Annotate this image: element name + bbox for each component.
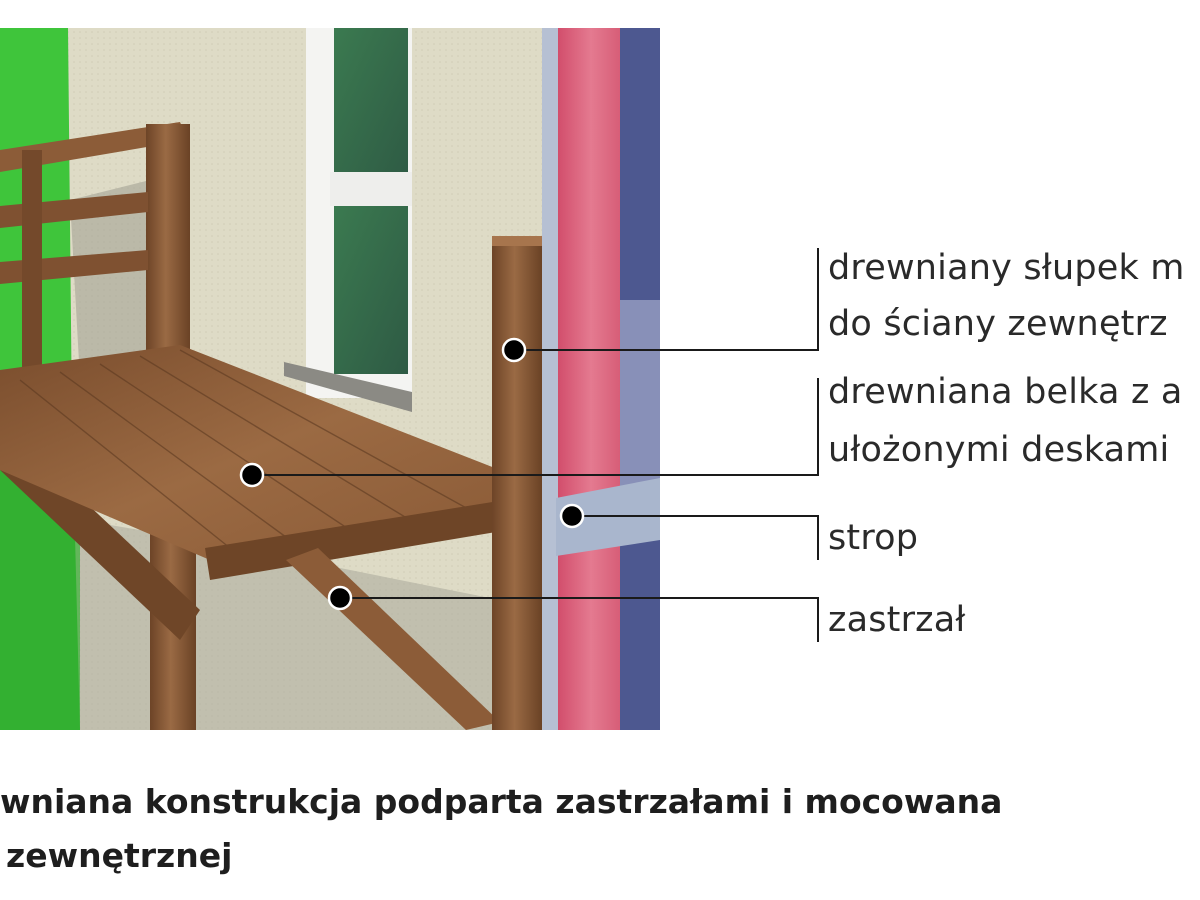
label-ceiling: strop [828,518,919,558]
support-post-right [492,240,542,730]
railing-top [0,122,188,172]
railing-baluster [22,150,42,380]
caption-line1: wniana konstrukcja podparta zastrzałami … [0,782,1003,821]
window-sill [284,362,412,412]
marker-dot-brace [327,585,353,611]
inner-wall-light [620,300,660,490]
brace-left [0,450,200,640]
window-transom [330,172,412,206]
marker-dot-beam [239,462,265,488]
deck-front-beam [205,500,508,580]
window-glass-bottom [334,206,408,374]
label-post-line1: drewniany słupek m [828,248,1185,288]
leader-ceiling [572,515,819,560]
label-brace: zastrzał [828,600,966,640]
insulation-layer [558,28,624,730]
support-post-right-top [492,236,542,246]
label-beam-line1: drewniana belka z a [828,372,1183,412]
label-post-line2: do ściany zewnętrz [828,304,1168,344]
railing-shadow [70,180,160,380]
leader-lines [252,248,819,642]
wall-edge-strip [542,28,560,730]
deck-platform [0,345,505,560]
leader-brace [340,597,819,642]
marker-dots [239,337,585,611]
deck-boards [19,349,471,549]
window-glass-top [334,28,408,188]
marker-dot-post [501,337,527,363]
leader-beam [252,378,819,476]
leader-post [514,248,819,351]
caption-line2: zewnętrznej [6,836,233,875]
label-beam-line2: ułożonymi deskami [828,430,1170,470]
marker-dot-ceiling [559,503,585,529]
railing-post [146,124,190,364]
